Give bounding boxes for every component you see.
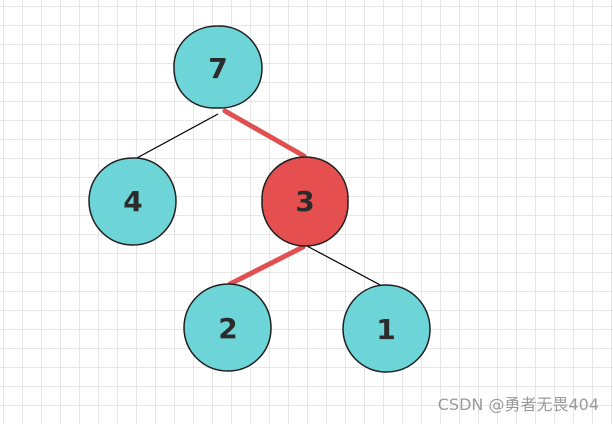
- node-circle-4: [88, 157, 177, 246]
- edge-7-3: [222, 108, 307, 159]
- tree-node-1: 1: [342, 284, 431, 373]
- tree-node-2: 2: [183, 283, 272, 372]
- tree-node-3: 3: [261, 156, 349, 247]
- node-label-4: 4: [123, 185, 142, 218]
- node-label-2: 2: [218, 312, 237, 345]
- node-circle-7: [173, 25, 263, 109]
- node-label-7: 7: [208, 52, 227, 85]
- tree-node-4: 4: [88, 157, 177, 246]
- node-label-3: 3: [295, 185, 314, 218]
- watermark-text: CSDN @勇者无畏404: [437, 395, 599, 414]
- node-label-1: 1: [376, 313, 395, 346]
- edge-7-4: [134, 113, 219, 160]
- node-circle-1: [342, 284, 431, 373]
- edge-3-2: [227, 244, 306, 287]
- tree-node-7: 7: [173, 25, 263, 109]
- node-circle-3: [261, 156, 349, 247]
- node-circle-2: [183, 283, 272, 372]
- edge-3-1: [306, 245, 385, 288]
